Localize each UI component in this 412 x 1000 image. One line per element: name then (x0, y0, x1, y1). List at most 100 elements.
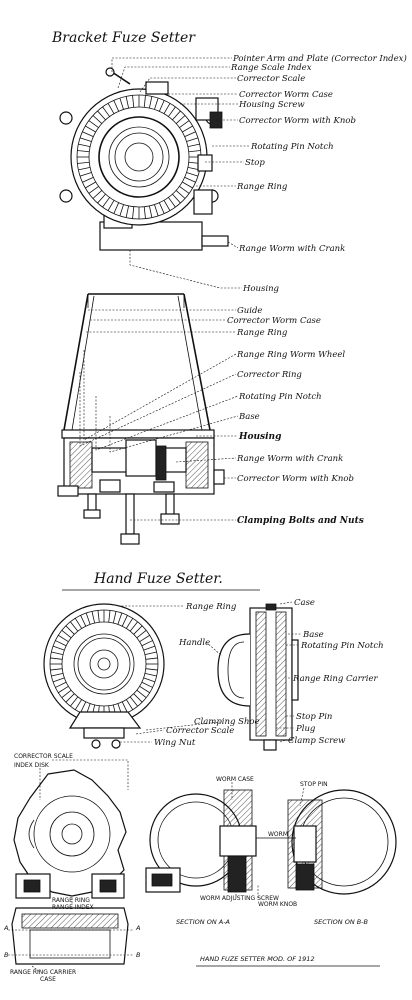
graduation-tick (107, 200, 115, 211)
hand-label-range-ring: Range Ring (185, 602, 237, 612)
m1912-label-corrector-scale: CORRECTOR SCALE (14, 753, 73, 760)
graduation-tick (108, 610, 111, 623)
m1912-label-worm-knob: WORM KNOB (258, 901, 297, 908)
graduation-tick (145, 657, 158, 660)
graduation-tick (107, 103, 115, 114)
m1912-label-index-disk: INDEX DISK (14, 762, 50, 769)
graduation-tick (117, 612, 123, 625)
graduation-tick (119, 97, 124, 110)
hand-label-base: Base (302, 630, 324, 640)
label-side-range-worm-crank: Range Worm with Crank (236, 454, 343, 464)
graduation-tick (125, 205, 129, 218)
graduation-tick (172, 110, 181, 121)
graduation-tick (168, 106, 176, 117)
graduation-tick (143, 206, 146, 219)
graduation-tick (113, 202, 120, 214)
graduation-tick (126, 699, 134, 710)
label-rotating-pin-notch: Rotating Pin Notch (250, 142, 334, 152)
graduation-tick (187, 143, 200, 147)
graduation-tick (158, 202, 165, 214)
m1912-label-case: CASE (40, 976, 56, 983)
label-range-ring-worm-wheel: Range Ring Worm Wheel (236, 350, 345, 360)
graduation-tick (175, 190, 186, 199)
model-1912-left-labels: CORRECTOR SCALE INDEX DISK RANGE RING RA… (3, 753, 141, 983)
bracket-front-labels: Pointer Arm and Plate (Corrector Index) … (230, 53, 407, 294)
graduation-tick (52, 645, 65, 651)
graduation-tick (141, 640, 153, 647)
label-clamping-bolts-nuts: Clamping Bolts and Nuts (237, 516, 364, 526)
graduation-tick (82, 176, 94, 183)
graduation-tick (158, 100, 165, 112)
graduation-tick (70, 696, 79, 707)
graduation-tick (88, 186, 99, 194)
graduation-tick (102, 106, 110, 117)
label-range-ring: Range Ring (236, 182, 288, 192)
graduation-tick (125, 96, 129, 109)
hand-leaders (118, 601, 302, 743)
graduation-tick (143, 95, 146, 108)
label-side-rotating-pin-notch: Rotating Pin Notch (238, 392, 322, 402)
graduation-tick (97, 110, 106, 121)
hand-label-case: Case (294, 598, 315, 608)
graduation-tick (80, 701, 87, 713)
label-corrector-ring: Corrector Ring (237, 370, 302, 380)
graduation-tick (139, 634, 150, 642)
m1912-label-worm-adjusting-screw: WORM ADJUSTING SCREW (200, 895, 279, 902)
graduation-tick (77, 150, 90, 153)
graduation-tick (50, 657, 63, 660)
m1912-label-stop-pin: STOP PIN (300, 781, 328, 788)
graduation-tick (136, 689, 147, 698)
graduation-tick (65, 625, 75, 635)
graduation-tick (121, 701, 128, 713)
graduation-tick (145, 668, 158, 671)
graduation-tick (70, 621, 79, 632)
label-side-range-ring: Range Ring (236, 328, 288, 338)
label-housing-screw: Housing Screw (238, 100, 305, 110)
graduation-tick (184, 176, 196, 183)
graduation-tick (133, 693, 143, 703)
graduation-tick (79, 172, 92, 177)
graduation-tick (186, 137, 199, 142)
graduation-tick (97, 193, 106, 204)
graduation-tick (80, 615, 87, 627)
graduation-tick (55, 640, 67, 647)
model-1912-front-view (13, 769, 127, 899)
hand-title: Hand Fuze Setter. (93, 571, 223, 587)
graduation-tick (121, 615, 128, 627)
graduation-tick (58, 686, 69, 694)
graduation-tick (92, 115, 103, 124)
model-1912-right-labels: WORM CASE STOP PIN WORM WORM ADJUSTING S… (176, 776, 368, 926)
graduation-tick (92, 190, 103, 199)
graduation-tick (133, 625, 143, 635)
bracket-title: Bracket Fuze Setter (51, 30, 196, 46)
graduation-tick (132, 95, 135, 108)
graduation-tick (58, 634, 69, 642)
graduation-tick (182, 181, 193, 189)
section-bb (287, 789, 397, 895)
model-1912-caption: HAND FUZE SETTER MOD. OF 1912 (200, 955, 315, 963)
m1912-label-section-aa: SECTION ON A-A (176, 918, 230, 926)
bracket-front-leaders (111, 57, 250, 289)
graduation-tick (168, 197, 176, 208)
label-base: Base (238, 412, 260, 422)
m1912-label-worm: WORM (268, 831, 288, 838)
bracket-side-view (57, 293, 225, 545)
label-side-corrector-worm-case: Corrector Worm Case (227, 316, 321, 326)
graduation-tick (65, 693, 75, 703)
section-aa (145, 789, 257, 893)
bracket-front-view (59, 67, 229, 251)
graduation-tick (154, 97, 159, 110)
graduation-tick (182, 125, 193, 133)
graduation-tick (85, 125, 96, 133)
label-range-worm-crank: Range Worm with Crank (238, 244, 345, 254)
graduation-tick (184, 131, 196, 138)
label-side-corrector-worm-knob: Corrector Worm with Knob (237, 474, 354, 484)
graduation-tick (143, 677, 156, 683)
graduation-tick (79, 137, 92, 142)
graduation-tick (129, 696, 138, 707)
graduation-tick (188, 150, 201, 153)
graduation-tick (143, 645, 156, 651)
label-corrector-scale: Corrector Scale (237, 74, 305, 84)
graduation-tick (149, 96, 153, 109)
